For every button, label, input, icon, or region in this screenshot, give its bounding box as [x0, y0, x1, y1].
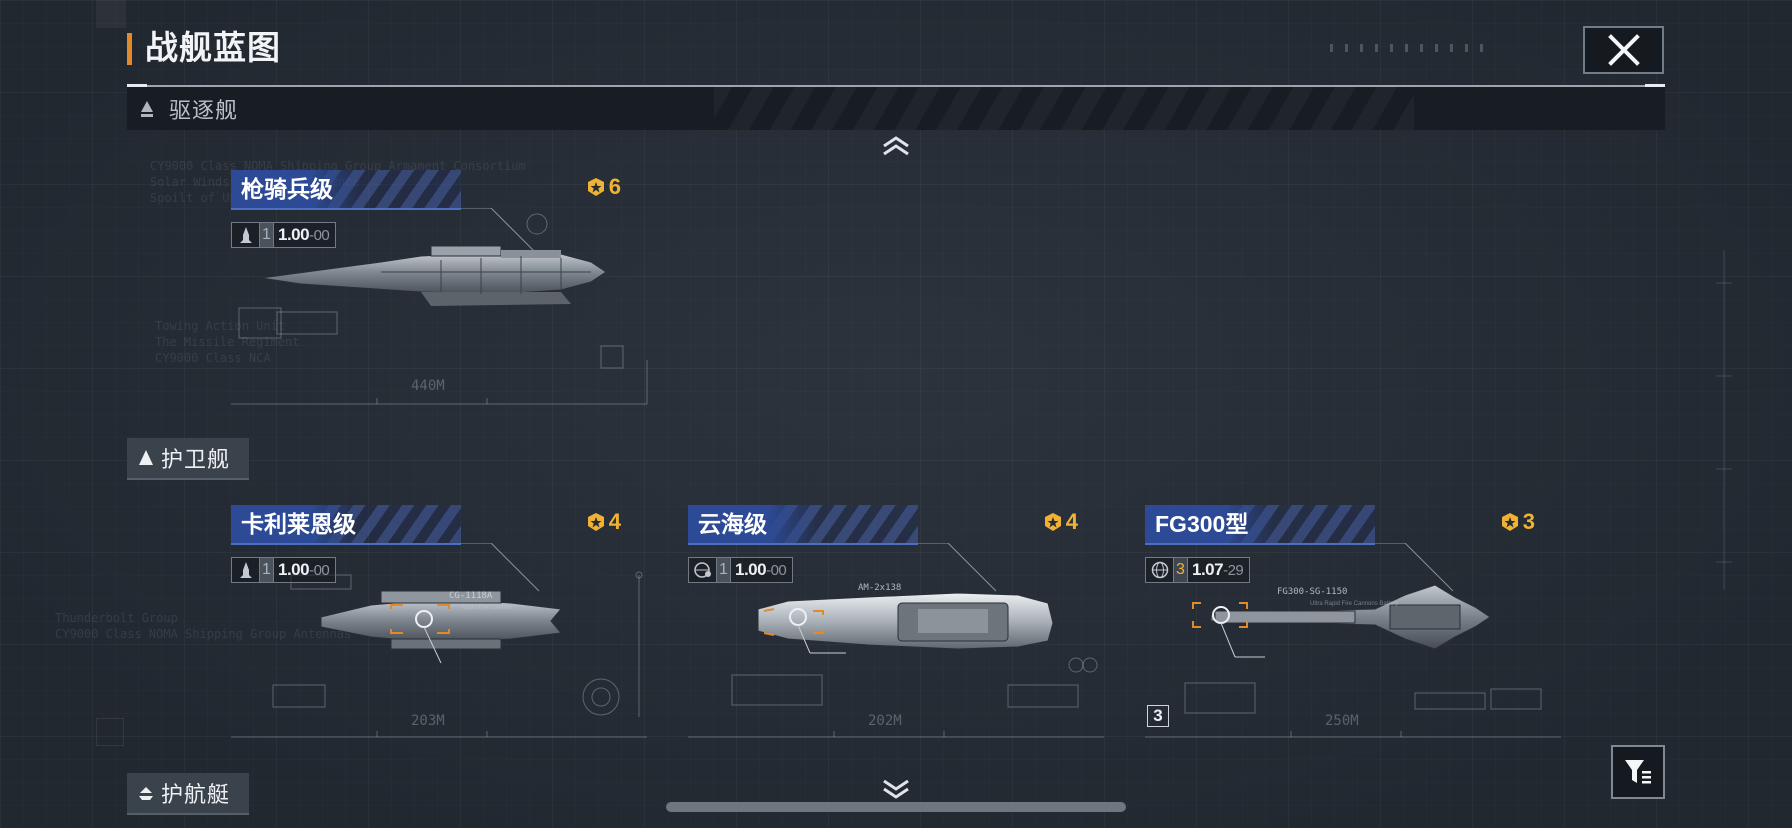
weapon-description: Rocket Tower: [893, 597, 930, 603]
cost-value: 3: [1522, 509, 1535, 534]
ship-length: 203M: [411, 713, 445, 729]
globe-icon: [1146, 558, 1174, 582]
weapon-description: Ultra Rapid Fire Cannons Battery: [1310, 601, 1399, 607]
ship-name-banner: [231, 170, 461, 210]
ship-ratio: 1.00-00: [735, 560, 787, 579]
band-divider-cap: [1645, 84, 1665, 87]
cost-value: 4: [608, 509, 621, 534]
command-cost: 3: [1500, 509, 1535, 535]
leader-line: [918, 543, 997, 592]
ship-ratio: 1.00-00: [278, 560, 330, 579]
ship-name: 枪骑兵级: [241, 176, 333, 202]
cost-value: 4: [1065, 509, 1078, 534]
ship-image-carlyle: [320, 590, 562, 664]
chevron-down-icon[interactable]: [881, 777, 911, 801]
weapon-label: AM-2x138: [858, 583, 902, 593]
ship-ratio: 1.00-00: [278, 225, 330, 244]
command-badge-icon: [587, 513, 604, 531]
tier-badge: 3: [1147, 705, 1169, 727]
rocket-icon: [232, 223, 260, 247]
command-cost: 4: [586, 509, 621, 535]
side-ruler: [1716, 250, 1732, 590]
rocket-icon: [232, 558, 260, 582]
section-label-corvette: 护航艇: [161, 782, 231, 807]
blueprint-frame: [231, 571, 647, 738]
ship-card-yunhai[interactable]: 云海级 4 1 1.00-00: [688, 505, 1108, 745]
section-header-destroyer[interactable]: 驱逐舰: [127, 87, 1665, 130]
ship-length: 440M: [411, 378, 445, 394]
section-header-corvette[interactable]: 护航艇: [127, 773, 249, 815]
destroyer-class-icon: [141, 100, 153, 117]
leader-line: [461, 208, 540, 257]
home-indicator[interactable]: [666, 802, 1126, 812]
section-header-frigate[interactable]: 护卫舰: [127, 438, 249, 480]
band-divider-cap: [127, 84, 147, 87]
ship-stats: 1 1.00-00: [231, 557, 337, 583]
weapon-label: CG-1118A: [449, 591, 493, 601]
section-label-frigate: 护卫舰: [161, 447, 231, 472]
ship-stats: 1 1.00-00: [231, 222, 337, 248]
ship-ratio: 1.07-29: [1192, 560, 1244, 579]
corvette-class-icon: [139, 787, 153, 800]
ship-image-lancer: [261, 245, 607, 306]
cost-value: 6: [608, 174, 621, 199]
ship-level: 3: [1174, 558, 1188, 582]
ship-name: FG300型: [1155, 511, 1249, 537]
corner-marker: [96, 0, 126, 28]
ship-length: 250M: [1325, 713, 1359, 729]
blueprint-frame: [688, 657, 1104, 738]
blueprint-frame: [1145, 682, 1561, 738]
weapon-description: Rapid-Fire Cannon: [461, 605, 512, 611]
page-title: 战舰蓝图: [145, 29, 281, 66]
chevron-up-icon[interactable]: [881, 134, 911, 158]
weapon-label: FG300-SG-1150: [1277, 587, 1348, 597]
ship-card-carlyle[interactable]: 卡利莱恩级 4 1 1.00-00 CG-1118A Rapid: [231, 505, 651, 745]
ship-card-fg300[interactable]: FG300型 3 3 1.07-29: [1145, 505, 1565, 745]
ship-name: 云海级: [698, 511, 767, 537]
ship-card-lancer[interactable]: 枪骑兵级 6 1 1.00-00 4: [231, 170, 651, 410]
ship-level: 1: [260, 223, 274, 247]
ship-name-banner: [688, 505, 918, 545]
ship-name-banner: [1145, 505, 1375, 545]
frigate-class-icon: [139, 450, 153, 465]
band-divider: [127, 85, 1665, 87]
section-label-destroyer: 驱逐舰: [169, 97, 239, 123]
command-cost: 4: [1043, 509, 1078, 535]
globe-gear-icon: [689, 558, 717, 582]
command-badge-icon: [1501, 513, 1518, 531]
ship-level: 1: [260, 558, 274, 582]
ship-name: 卡利莱恩级: [241, 511, 356, 537]
ship-name-banner: [231, 505, 461, 545]
title-accent-bar: [127, 33, 132, 65]
ship-stats: 3 1.07-29: [1145, 557, 1251, 583]
close-icon: [1607, 34, 1640, 66]
command-badge-icon: [1044, 513, 1061, 531]
close-button[interactable]: [1583, 26, 1664, 74]
ship-level: 1: [717, 558, 731, 582]
leader-line: [1375, 543, 1454, 592]
corner-marker: [96, 718, 124, 746]
ship-length: 202M: [868, 713, 902, 729]
ship-stats: 1 1.00-00: [688, 557, 794, 583]
command-badge-icon: [587, 178, 604, 196]
filter-icon: [1625, 760, 1651, 784]
filter-button[interactable]: [1611, 745, 1665, 799]
blueprint-frame: [231, 213, 648, 405]
leader-line: [461, 543, 540, 592]
ship-image-yunhai: [757, 592, 1054, 654]
top-decoration: [1330, 44, 1490, 52]
command-cost: 6: [586, 174, 621, 200]
ship-image-fg300: [1192, 584, 1491, 658]
